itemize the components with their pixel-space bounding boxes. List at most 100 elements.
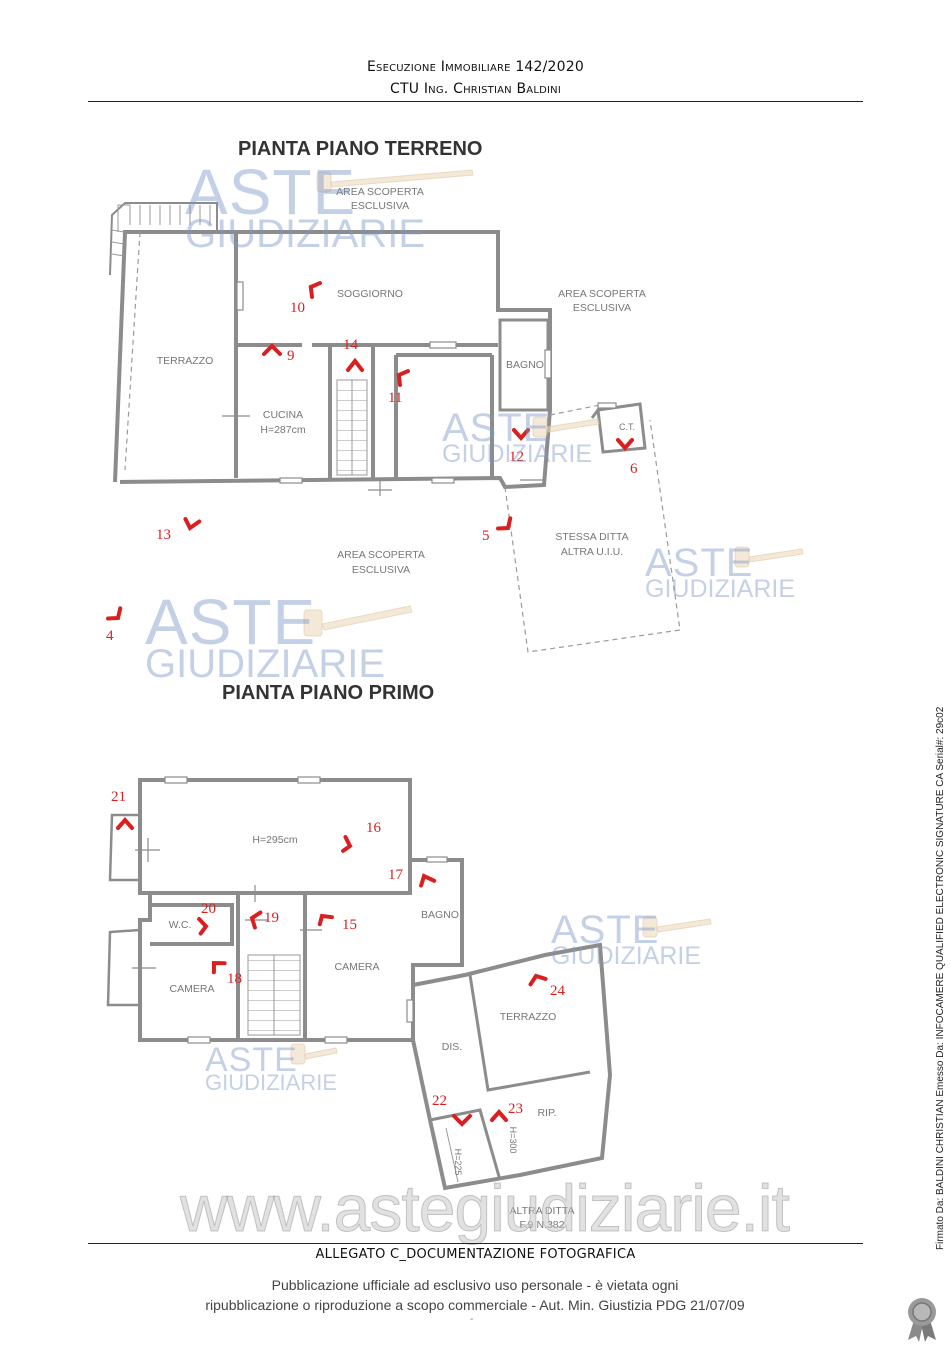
header-rule — [88, 101, 863, 102]
label-altra-uiu: ALTRA U.I.U. — [561, 546, 623, 558]
gavel-icon — [532, 416, 600, 438]
ground-floor-title: PIANTA PIANO TERRENO — [238, 138, 482, 160]
marker-17: 17 — [388, 867, 404, 883]
ground-floor-boundaries — [124, 231, 681, 653]
label-h225: H=225 — [453, 1149, 463, 1176]
gavel-watermarks — [290, 169, 804, 1065]
label-rip: RIP. — [537, 1107, 556, 1119]
label-stessa-ditta: STESSA DITTA — [555, 531, 628, 543]
marker-23: 23 — [508, 1101, 523, 1117]
label-wc: W.C. — [169, 919, 192, 931]
label-camera-right: CAMERA — [335, 961, 380, 973]
label-ct: C.T. — [619, 422, 635, 432]
label-dis: DIS. — [442, 1041, 462, 1053]
header-expert: CTU Ing. Christian Baldini — [390, 81, 561, 97]
label-area-right-2: ESCLUSIVA — [573, 302, 631, 314]
marker-12: 12 — [509, 449, 524, 465]
marker-arrow-4 — [106, 606, 123, 621]
watermark-brand: ASTE GIUDIZIARIE — [442, 406, 593, 468]
marker-arrow-24 — [528, 973, 548, 987]
label-h295: H=295cm — [252, 834, 297, 846]
seal-icon — [908, 1298, 936, 1342]
header-procedure: Esecuzione Immobiliare 142/2020 — [367, 59, 584, 75]
marker-arrow-5 — [496, 516, 513, 531]
marker-16: 16 — [366, 820, 382, 836]
watermark-brand: ASTE GIUDIZIARIE — [185, 156, 426, 256]
label-terrazzo-first: TERRAZZO — [500, 1011, 557, 1023]
gavel-icon — [734, 546, 804, 568]
marker-19: 19 — [264, 910, 279, 926]
marker-15: 15 — [342, 917, 357, 933]
marker-18: 18 — [227, 971, 242, 987]
marker-5: 5 — [482, 528, 490, 544]
label-area-top-2: ESCLUSIVA — [351, 200, 409, 212]
marker-11: 11 — [388, 390, 402, 406]
marker-arrow-6 — [616, 438, 634, 452]
marker-arrow-18 — [211, 960, 227, 975]
marker-arrow-11 — [396, 369, 410, 387]
marker-arrow-15 — [317, 913, 334, 927]
ground-floor-stairs — [111, 204, 368, 476]
label-area-bottom-1: AREA SCOPERTA — [337, 549, 425, 561]
marker-4: 4 — [106, 628, 114, 644]
marker-6: 6 — [630, 461, 638, 477]
label-cucina-height: H=287cm — [260, 424, 305, 436]
watermark-brand: ASTE GIUDIZIARIE — [645, 541, 796, 603]
label-altra-ditta: ALTRA DITTA — [510, 1205, 575, 1217]
watermark-brand: ASTE GIUDIZIARIE — [551, 908, 702, 970]
first-floor-stairs — [247, 954, 459, 1183]
label-h300: H=300 — [508, 1127, 518, 1154]
gavel-icon — [290, 1043, 338, 1065]
marker-arrow-9 — [262, 343, 282, 356]
marker-24: 24 — [550, 983, 566, 999]
marker-arrow-23 — [490, 1108, 508, 1122]
marker-arrow-17 — [419, 873, 437, 888]
label-area-top-1: AREA SCOPERTA — [336, 186, 424, 198]
notice-line-1: Pubblicazione ufficiale ad esclusivo uso… — [271, 1277, 679, 1293]
ground-floor-windows — [222, 281, 617, 496]
watermark-brand: ASTE GIUDIZIARIE — [145, 586, 386, 686]
footer-rule — [88, 1243, 863, 1244]
label-terrazzo-ground: TERRAZZO — [157, 355, 214, 367]
label-bagno-ground: BAGNO — [506, 359, 544, 371]
photo-marker-numbers: 4 5 6 9 10 11 12 13 14 15 16 17 18 19 20… — [106, 300, 638, 1117]
label-foglio: F.9 N.382 — [520, 1219, 565, 1231]
page-dash: - — [470, 1314, 474, 1325]
notice-line-2: ripubblicazione o riproduzione a scopo c… — [205, 1297, 745, 1313]
first-floor-title: PIANTA PIANO PRIMO — [222, 682, 434, 704]
marker-arrow-19 — [249, 910, 263, 930]
watermark-url: www.astegiudiziarie.it — [180, 1171, 791, 1246]
publication-notice: Pubblicazione ufficiale ad esclusivo uso… — [150, 1275, 800, 1315]
marker-arrow-10 — [308, 281, 322, 299]
marker-22: 22 — [432, 1093, 447, 1109]
marker-20: 20 — [201, 901, 216, 917]
marker-arrow-12 — [512, 428, 530, 442]
first-floor-walls — [106, 778, 613, 1191]
label-area-bottom-2: ESCLUSIVA — [352, 564, 410, 576]
document-header: Esecuzione Immobiliare 142/2020 CTU Ing.… — [88, 56, 863, 100]
marker-arrow-13 — [183, 517, 202, 531]
marker-21: 21 — [111, 789, 126, 805]
marker-9: 9 — [287, 348, 295, 364]
label-soggiorno: SOGGIORNO — [337, 288, 403, 300]
label-bagno-first: BAGNO — [421, 909, 459, 921]
ground-floor-walls — [109, 202, 647, 490]
attachment-title: ALLEGATO C_DOCUMENTAZIONE FOTOGRAFICA — [315, 1247, 636, 1262]
marker-arrow-16 — [341, 835, 353, 853]
marker-14: 14 — [343, 337, 359, 353]
gavel-icon — [642, 916, 712, 938]
marker-arrow-21 — [116, 816, 134, 830]
first-floor-labels: H=295cm BAGNO W.C. CAMERA CAMERA DIS. TE… — [169, 834, 575, 1231]
marker-arrow-22 — [452, 1114, 472, 1127]
label-cucina: CUCINA — [263, 409, 303, 421]
label-area-right-1: AREA SCOPERTA — [558, 288, 646, 300]
watermark-brand: ASTE GIUDIZIARIE — [205, 1041, 338, 1095]
photo-markers — [106, 281, 634, 1127]
marker-10: 10 — [290, 300, 305, 316]
marker-13: 13 — [156, 527, 171, 543]
digital-signature: Firmato Da: BALDINI CHRISTIAN Emesso Da:… — [935, 706, 946, 1250]
ground-floor-labels: AREA SCOPERTA ESCLUSIVA AREA SCOPERTA ES… — [157, 186, 646, 576]
label-camera-left: CAMERA — [170, 983, 215, 995]
first-floor-windows — [132, 776, 448, 1044]
